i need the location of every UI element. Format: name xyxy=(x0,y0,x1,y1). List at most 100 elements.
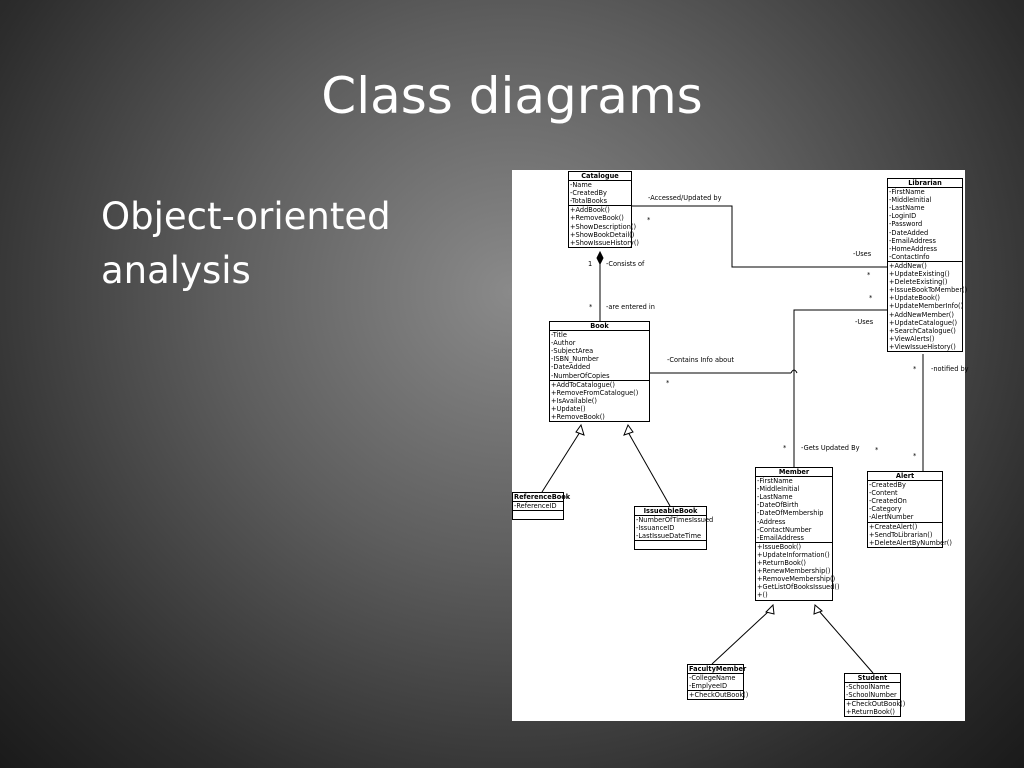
multiplicity-star: * xyxy=(589,303,593,311)
class-name: FacultyMember xyxy=(688,665,747,675)
attributes-section: -Title -Author -SubjectArea -ISBN_Number… xyxy=(550,331,649,381)
method: +Update() xyxy=(551,404,586,413)
method: +IssueBook() xyxy=(757,542,802,551)
label-gets-updated-by: -Gets Updated By xyxy=(801,444,860,452)
attribute: -EmplyeeID xyxy=(689,682,728,691)
method: +ShowDescription() xyxy=(570,222,637,231)
attribute: -Name xyxy=(570,181,592,190)
method: +ShowBookDetail() xyxy=(570,230,635,239)
methods-section xyxy=(513,511,563,519)
connector-librarian-member xyxy=(793,309,887,467)
class-name: IssueableBook xyxy=(635,507,706,517)
attribute: -Category xyxy=(869,505,902,514)
multiplicity-star: * xyxy=(647,216,651,224)
attribute: -ContactNumber xyxy=(757,525,812,534)
label-notified-by: -notified by xyxy=(931,365,969,373)
method: +AddNewMember() xyxy=(889,310,954,319)
method: +CheckOutBook() xyxy=(846,700,906,709)
attribute: -NumberOfTimesIssued xyxy=(636,516,714,525)
class-catalogue: Catalogue -Name -CreatedBy -TotalBooks +… xyxy=(568,171,639,248)
connector-facultymember-member xyxy=(711,610,770,665)
method: +DeleteExisting() xyxy=(889,278,948,287)
uml-class-diagram: Catalogue -Name -CreatedBy -TotalBooks +… xyxy=(512,170,969,721)
connector-issueablebook-book xyxy=(627,431,671,507)
class-alert: Alert -CreatedBy -Content -CreatedOn -Ca… xyxy=(867,471,952,548)
attribute: -EmailAddress xyxy=(757,533,804,542)
multiplicity-star: * xyxy=(913,452,917,460)
class-librarian: Librarian -FirstName -MiddleInitial -Las… xyxy=(887,178,968,352)
composition-diamond xyxy=(596,250,604,266)
attribute: -MiddleInitial xyxy=(889,196,932,205)
attribute: -Content xyxy=(869,489,898,498)
methods-section xyxy=(635,541,706,549)
attribute: -DateOfMembership xyxy=(757,509,824,518)
class-student: Student -SchoolName -SchoolNumber +Check… xyxy=(844,673,906,718)
method: +CreateAlert() xyxy=(869,522,918,531)
class-name: Alert xyxy=(868,472,942,482)
attribute: -ISBN_Number xyxy=(551,355,599,364)
method: +AddNew() xyxy=(889,261,927,270)
attribute: -AlertNumber xyxy=(869,513,914,522)
class-book: Book -Title -Author -SubjectArea -ISBN_N… xyxy=(549,321,650,423)
label-are-entered-in: -are entered in xyxy=(606,303,655,311)
attribute: -SchoolName xyxy=(846,683,890,692)
attribute: -CreatedBy xyxy=(869,481,906,490)
attributes-section: -FirstName -MiddleInitial -LastName -Dat… xyxy=(756,477,832,543)
attributes-section: -FirstName -MiddleInitial -LastName -Log… xyxy=(888,188,962,262)
method: +GetListOfBooksIssued() xyxy=(757,583,840,592)
label-contains-info-about: -Contains Info about xyxy=(667,356,734,364)
method: +ViewAlerts() xyxy=(889,334,935,343)
methods-section: +IssueBook() +UpdateInformation() +Retur… xyxy=(756,542,840,600)
multiplicity-star: * xyxy=(875,446,879,454)
attribute: -FirstName xyxy=(889,188,925,197)
methods-section: +CheckOutBook() +ReturnBook() xyxy=(845,700,906,717)
attribute: -EmailAddress xyxy=(889,236,936,245)
method: +CheckOutBook() xyxy=(689,691,749,700)
method: +RemoveBook() xyxy=(570,214,624,223)
connector-student-member xyxy=(818,610,874,674)
method: +() xyxy=(757,591,768,600)
class-referencebook: ReferenceBook -ReferenceID xyxy=(512,492,571,521)
connector-catalogue-librarian xyxy=(632,205,887,268)
method: +IssueBookToMember() xyxy=(889,286,968,295)
attribute: -DateAdded xyxy=(889,228,929,237)
method: +UpdateMemberInfo() xyxy=(889,302,964,311)
class-name: Book xyxy=(550,322,649,332)
multiplicity-star: * xyxy=(913,365,917,373)
method: +RemoveFromCatalogue() xyxy=(551,388,639,397)
attribute: -Title xyxy=(551,331,567,340)
attributes-section: -NumberOfTimesIssued -IssuanceID -LastIs… xyxy=(635,516,714,542)
attributes-section: -CollegeName -EmplyeeID xyxy=(688,674,743,692)
methods-section: +AddToCatalogue() +RemoveFromCatalogue()… xyxy=(550,381,649,421)
attribute: -CollegeName xyxy=(689,674,736,683)
method: +DeleteAlertByNumber() xyxy=(869,538,952,547)
methods-section: +CreateAlert() +SendToLibrarian() +Delet… xyxy=(868,522,952,547)
inheritance-arrow xyxy=(575,423,585,436)
attribute: -CreatedBy xyxy=(570,189,607,198)
attribute: -Address xyxy=(757,517,786,526)
slide-title: Class diagrams xyxy=(321,67,703,125)
attribute: -FirstName xyxy=(757,477,793,486)
attributes-section: -Name -CreatedBy -TotalBooks xyxy=(569,181,631,207)
method: +SendToLibrarian() xyxy=(869,530,933,539)
label-uses: -Uses xyxy=(855,318,874,326)
attribute: -TotalBooks xyxy=(570,197,608,206)
attribute: -MiddleInitial xyxy=(757,485,800,494)
multiplicity-star: * xyxy=(869,294,873,302)
class-facultymember: FacultyMember -CollegeName -EmplyeeID +C… xyxy=(687,664,749,701)
method: +ReturnBook() xyxy=(757,559,806,568)
attributes-section: -ReferenceID xyxy=(513,502,563,512)
attribute: -NumberOfCopies xyxy=(551,371,610,380)
inheritance-arrow xyxy=(813,604,823,615)
multiplicity-star: * xyxy=(783,444,787,452)
methods-section: +AddBook() +RemoveBook() +ShowDescriptio… xyxy=(569,206,639,246)
class-name: Librarian xyxy=(888,179,962,189)
attribute: -DateAdded xyxy=(551,363,591,372)
attributes-section: -CreatedBy -Content -CreatedOn -Category… xyxy=(868,481,942,523)
connector-referencebook-book xyxy=(541,431,581,493)
attribute: -LastName xyxy=(757,493,793,502)
attribute: -LoginID xyxy=(889,212,917,221)
class-name: ReferenceBook xyxy=(513,493,571,503)
method: +ReturnBook() xyxy=(846,708,895,717)
method: +UpdateCatalogue() xyxy=(889,318,958,327)
